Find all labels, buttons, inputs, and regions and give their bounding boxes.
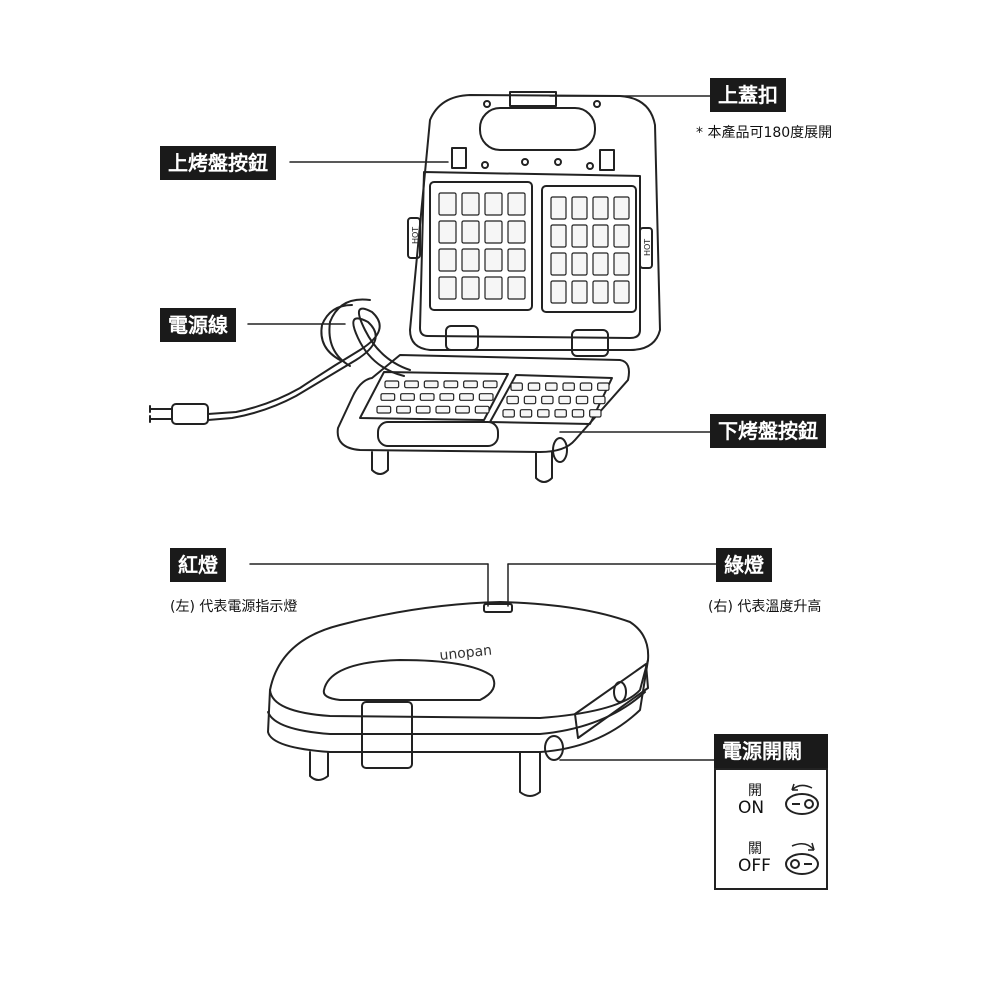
waffle-cell bbox=[380, 393, 396, 401]
waffle-cell bbox=[507, 220, 526, 244]
switch-off-cn: 關 bbox=[748, 841, 762, 857]
waffle-cell bbox=[482, 380, 498, 389]
waffle-cell bbox=[613, 280, 630, 304]
waffle-cell bbox=[461, 220, 480, 244]
waffle-cell bbox=[507, 192, 526, 216]
closed-waffle-maker bbox=[267, 601, 650, 797]
waffle-cell bbox=[550, 196, 567, 220]
waffle-cell bbox=[541, 395, 554, 405]
waffle-cell bbox=[461, 192, 480, 216]
waffle-cell bbox=[438, 276, 457, 300]
hot-marking-left: HOT bbox=[411, 227, 420, 244]
waffle-cell bbox=[400, 393, 415, 401]
switch-on-cn: 開 bbox=[748, 783, 762, 799]
waffle-cell bbox=[571, 409, 585, 418]
waffle-cell bbox=[423, 380, 439, 389]
waffle-cell bbox=[419, 393, 435, 401]
rocker-off-icon bbox=[785, 842, 819, 875]
waffle-cell bbox=[438, 220, 457, 244]
hot-marking-right: HOT bbox=[643, 239, 652, 256]
waffle-cell bbox=[439, 393, 455, 401]
waffle-cell bbox=[613, 252, 630, 276]
waffle-cell bbox=[537, 409, 550, 418]
waffle-cell bbox=[484, 276, 503, 300]
waffle-cell bbox=[415, 405, 431, 414]
waffle-cell bbox=[592, 224, 609, 248]
switch-on-en: ON bbox=[738, 798, 765, 818]
waffle-cell bbox=[592, 280, 609, 304]
waffle-cell bbox=[550, 224, 567, 248]
waffle-cell bbox=[507, 248, 526, 272]
waffle-cell bbox=[461, 248, 480, 272]
power-cord-label: 電源線 bbox=[160, 308, 236, 342]
waffle-cell bbox=[484, 220, 503, 244]
waffle-cell bbox=[438, 192, 457, 216]
lower-plate-button-label: 下烤盤按鈕 bbox=[710, 414, 826, 448]
waffle-cell bbox=[571, 252, 588, 276]
waffle-cell bbox=[484, 192, 503, 216]
waffle-cell bbox=[461, 276, 480, 300]
power-switch-label: 電源開關 bbox=[714, 734, 828, 768]
brand-logo-text: unopan bbox=[439, 643, 493, 664]
waffle-cell bbox=[455, 405, 470, 414]
waffle-cell bbox=[554, 409, 567, 418]
waffle-cell bbox=[519, 409, 533, 418]
waffle-cell bbox=[571, 224, 588, 248]
switch-off-row: 關 OFF bbox=[724, 838, 824, 888]
waffle-cell bbox=[558, 395, 571, 405]
waffle-cell bbox=[376, 405, 392, 414]
waffle-cell bbox=[592, 252, 609, 276]
switch-on-row: 開 ON bbox=[724, 780, 824, 830]
red-light-label: 紅燈 bbox=[170, 548, 226, 582]
lid-latch-label: 上蓋扣 bbox=[710, 78, 786, 112]
red-light-note: (左) 代表電源指示燈 bbox=[170, 599, 298, 615]
waffle-cell bbox=[523, 395, 537, 405]
waffle-cell bbox=[443, 380, 459, 389]
waffle-cell bbox=[484, 248, 503, 272]
waffle-cell bbox=[527, 382, 541, 391]
waffle-cell bbox=[507, 276, 526, 300]
waffle-cell bbox=[506, 395, 519, 405]
green-light-label: 綠燈 bbox=[716, 548, 772, 582]
waffle-cell bbox=[571, 280, 588, 304]
waffle-cell bbox=[593, 395, 606, 405]
open-waffle-maker bbox=[336, 91, 661, 483]
waffle-cell bbox=[592, 196, 609, 220]
waffle-cell bbox=[404, 380, 419, 389]
waffle-cell bbox=[562, 382, 575, 391]
green-light-note: (右) 代表溫度升高 bbox=[708, 599, 822, 615]
waffle-cell bbox=[463, 380, 478, 389]
waffle-cell bbox=[545, 382, 558, 391]
waffle-cell bbox=[597, 382, 610, 391]
waffle-cell bbox=[550, 252, 567, 276]
waffle-cell bbox=[589, 409, 602, 418]
upper-plate-button-label: 上烤盤按鈕 bbox=[160, 146, 276, 180]
waffle-cell bbox=[459, 393, 474, 401]
leader-lines-bottom bbox=[249, 563, 717, 761]
switch-legend: 開 ON 關 OFF bbox=[714, 768, 828, 890]
waffle-cell bbox=[613, 224, 630, 248]
waffle-cell bbox=[478, 393, 494, 401]
waffle-cell bbox=[502, 409, 515, 418]
waffle-cell bbox=[438, 248, 457, 272]
switch-off-en: OFF bbox=[738, 856, 771, 876]
waffle-cell bbox=[384, 380, 400, 389]
waffle-cell bbox=[571, 196, 588, 220]
waffle-cell bbox=[579, 382, 593, 391]
rocker-on-icon bbox=[785, 783, 819, 815]
waffle-cell bbox=[474, 405, 490, 414]
waffle-cell bbox=[396, 405, 411, 414]
leader-lines-top bbox=[247, 95, 711, 433]
waffle-cell bbox=[435, 405, 451, 414]
waffle-cell bbox=[550, 280, 567, 304]
lid-latch-note: * 本產品可180度展開 bbox=[696, 125, 833, 141]
waffle-cell bbox=[613, 196, 630, 220]
waffle-cell bbox=[575, 395, 589, 405]
waffle-cell bbox=[510, 382, 523, 391]
power-cord-drawing bbox=[149, 298, 411, 425]
